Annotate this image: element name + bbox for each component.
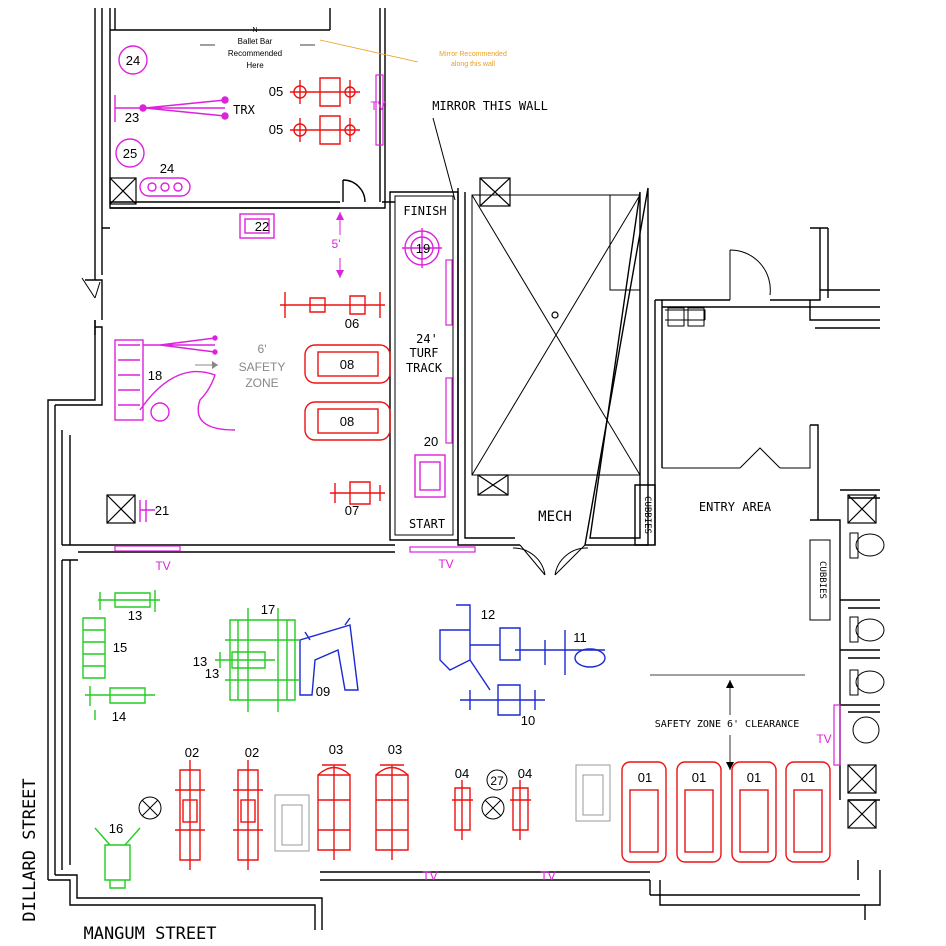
equipment-label: 01: [692, 770, 706, 785]
equipment-label: 03: [329, 742, 343, 757]
equipment-label: 20: [424, 434, 438, 449]
strength-equipment: [299, 604, 606, 716]
equipment-label: 14: [112, 709, 126, 724]
track-length-label: 24': [416, 332, 438, 346]
room-labels: MECH ENTRY AREA CUBBIES CUBBIES DILLARD …: [20, 496, 827, 944]
equipment-label: 19: [416, 241, 430, 256]
equipment-label: 01: [801, 770, 815, 785]
equipment-label: 21: [155, 503, 169, 518]
safety-clearance-note: SAFETY ZONE 6' CLEARANCE: [655, 719, 800, 730]
safety-zone-6-dim: 6': [258, 342, 267, 356]
dimension-5ft-label: 5': [332, 237, 341, 251]
equipment-label: 04: [518, 766, 532, 781]
walls: [47, 8, 881, 930]
equipment-label: 13: [128, 608, 142, 623]
equipment-label: 04: [455, 766, 469, 781]
mirror-recommended-note-2: along this wall: [451, 61, 495, 68]
tv-label: TV: [155, 559, 170, 573]
equipment-label: 23: [125, 110, 139, 125]
mech-room-label: MECH: [538, 509, 572, 525]
tv-labels: TV TV TV TV TV TV: [155, 99, 831, 883]
equipment-label: 12: [481, 607, 495, 622]
gray-stations: [274, 764, 611, 852]
equipment-label: 27: [490, 774, 504, 788]
strength-labels: 09 12 11 10: [316, 607, 587, 728]
equipment-label: 18: [148, 368, 162, 383]
dillard-street-label: DILLARD STREET: [20, 778, 40, 921]
track-start-label: START: [409, 517, 445, 531]
mangum-street-label: MANGUM STREET: [83, 924, 216, 944]
equipment-label: 13: [205, 666, 219, 681]
cubbies-right-label: CUBBIES: [817, 561, 827, 599]
equipment-label: 24: [126, 53, 140, 68]
structural-columns: [106, 177, 877, 829]
functional-labels: 24 25 23 24 22 19 18 20 21: [115, 45, 438, 518]
functional-equipment: [114, 95, 446, 522]
ballet-bar-note-1: Ballet Bar: [238, 37, 273, 46]
equipment-label: 10: [521, 713, 535, 728]
equipment-label: 02: [245, 745, 259, 760]
tv-label: TV: [370, 99, 385, 113]
track-turf-label: TURF: [410, 346, 439, 360]
equipment-label: 09: [316, 684, 330, 699]
equipment-label: 01: [747, 770, 761, 785]
equipment-label: 08: [340, 357, 354, 372]
annotations: MIRROR THIS WALL N Ballet Bar Recommende…: [195, 27, 805, 770]
ballet-bar-note-2: Recommended: [228, 49, 282, 58]
turf-track: FINISH 24' TURF TRACK START: [403, 204, 446, 531]
equipment-label: 03: [388, 742, 402, 757]
free-weight-labels: 13 15 14 17 13 13 16: [109, 602, 275, 836]
entry-area-label: ENTRY AREA: [699, 500, 772, 514]
equipment-label: 02: [185, 745, 199, 760]
equipment-label: 08: [340, 414, 354, 429]
cubbies-left-label: CUBBIES: [642, 496, 652, 534]
tv-label: TV: [422, 869, 437, 883]
tv-label: TV: [540, 869, 555, 883]
tv-screens: [114, 74, 841, 766]
tv-label: TV: [438, 557, 453, 571]
safety-zone-word: SAFETY: [239, 360, 286, 374]
tv-label: TV: [816, 732, 831, 746]
equipment-label: 15: [113, 640, 127, 655]
track-finish-label: FINISH: [403, 204, 446, 218]
equipment-label: 05: [269, 122, 283, 137]
equipment-label: 17: [261, 602, 275, 617]
equipment-label: 25: [123, 146, 137, 161]
zone-word: ZONE: [245, 376, 278, 390]
ballet-north-mark: N: [252, 27, 257, 34]
cardio-equipment: [175, 77, 831, 870]
track-track-label: TRACK: [406, 361, 443, 375]
equipment-label: 07: [345, 503, 359, 518]
mirror-wall-note: MIRROR THIS WALL: [432, 99, 548, 113]
mirror-recommended-note-1: Mirror Recommended: [439, 51, 507, 58]
misc-markers: [138, 769, 508, 820]
equipment-label: 22: [255, 219, 269, 234]
equipment-label: 24: [160, 161, 174, 176]
equipment-label: 11: [573, 630, 587, 645]
trx-label: TRX: [233, 103, 255, 117]
cardio-labels: 05 05 06 08 08 07 02 02 03 03 04 04 01 0…: [185, 84, 815, 785]
equipment-label: 16: [109, 821, 123, 836]
free-weight-equipment: [82, 590, 300, 889]
restroom-fixtures: [667, 307, 885, 744]
equipment-label: 05: [269, 84, 283, 99]
equipment-label: 13: [193, 654, 207, 669]
equipment-label: 06: [345, 316, 359, 331]
equipment-label: 01: [638, 770, 652, 785]
ballet-bar-note-3: Here: [246, 61, 264, 70]
